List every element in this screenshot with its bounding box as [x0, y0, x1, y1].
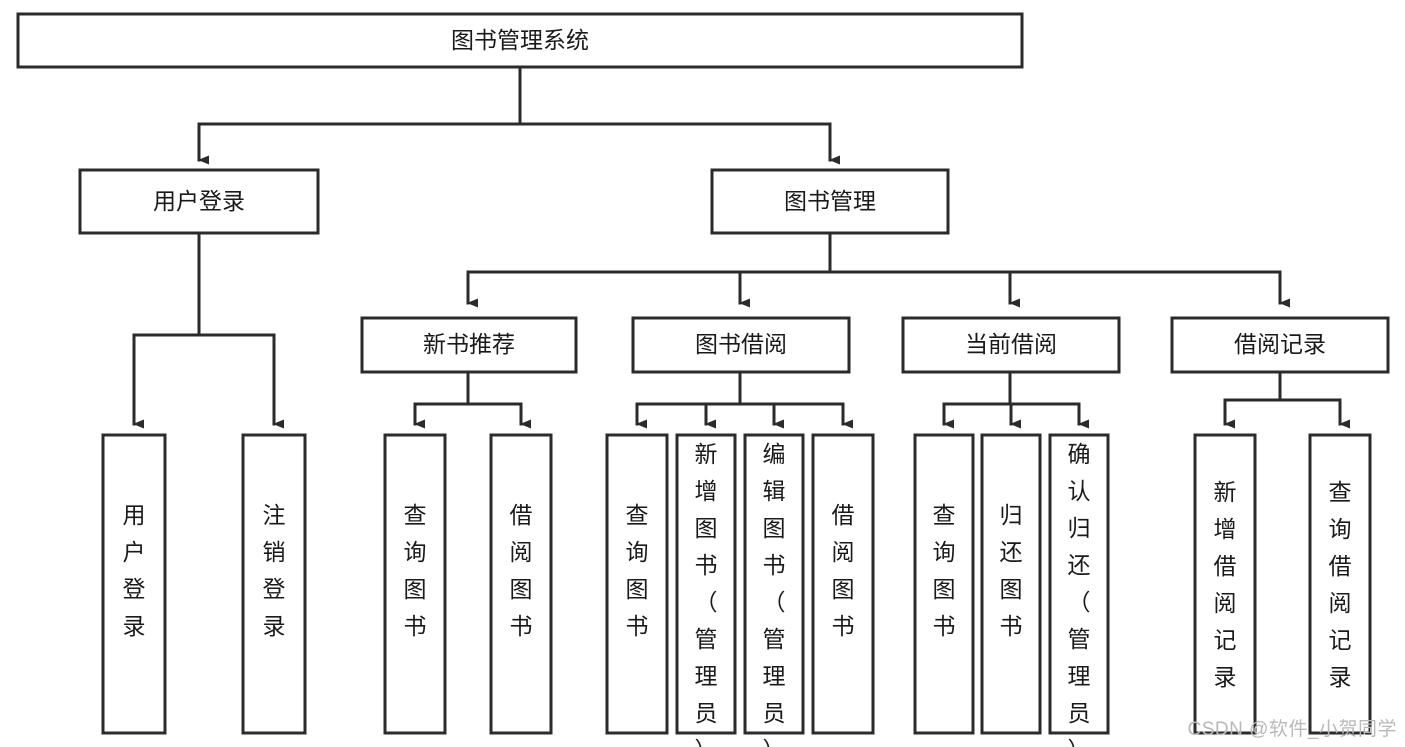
node-book-management-box[interactable]: [710, 168, 950, 235]
leaf-book-borrow-1[interactable]: 新增图书（管理员）: [675, 433, 737, 747]
node-root[interactable]: 图书管理系统: [16, 12, 1024, 69]
leaf-label: 查询图书: [626, 502, 649, 639]
leaf-label: 注销登录: [263, 502, 286, 639]
node-book-borrow[interactable]: 图书借阅: [631, 316, 851, 374]
node-root-label: 图书管理系统: [451, 27, 589, 53]
connector-group-book-mgmt: [466, 231, 1290, 308]
leaf-label: 查询图书: [933, 502, 956, 639]
connector-group-book-borrow: [635, 370, 853, 429]
watermark-text: CSDN @软件_小贺同学: [1187, 719, 1397, 740]
leaf-box[interactable]: [980, 433, 1042, 735]
node-current-borrow[interactable]: 当前借阅: [901, 316, 1121, 374]
leaf-label: 借阅图书: [832, 502, 855, 639]
leaf-borrow-record-0[interactable]: 新增借阅记录: [1193, 433, 1257, 735]
leaf-box[interactable]: [743, 433, 805, 735]
node-user-login-box[interactable]: [78, 168, 320, 235]
node-book-management[interactable]: 图书管理: [710, 168, 950, 235]
leaf-box[interactable]: [241, 433, 307, 735]
node-new-book-recommend[interactable]: 新书推荐: [360, 316, 578, 374]
leaf-label: 新增借阅记录: [1214, 479, 1237, 690]
leaf-box[interactable]: [489, 433, 553, 735]
leaf-box[interactable]: [605, 433, 669, 735]
leaf-label: 归还图书: [1000, 502, 1023, 639]
node-book-borrow-label: 图书借阅: [695, 331, 787, 357]
connector-group-current-borrow: [942, 370, 1089, 429]
node-user-login-label: 用户登录: [153, 188, 245, 214]
leaf-box[interactable]: [811, 433, 875, 735]
leaf-box[interactable]: [675, 433, 737, 735]
leaf-book-borrow-0[interactable]: 查询图书: [605, 433, 669, 735]
leaf-user-login-1[interactable]: 注销登录: [241, 433, 307, 735]
leaf-box[interactable]: [1048, 433, 1110, 735]
leaf-new-book-recommend-0[interactable]: 查询图书: [383, 433, 447, 735]
connector-group-root: [197, 65, 840, 165]
connector-group-user-login: [132, 231, 284, 429]
leaf-current-borrow-0[interactable]: 查询图书: [913, 433, 975, 735]
leaf-label: 新增图书（管理员）: [695, 441, 718, 747]
node-book-borrow-box[interactable]: [631, 316, 851, 374]
leaf-borrow-record-1[interactable]: 查询借阅记录: [1308, 433, 1372, 735]
node-borrow-record[interactable]: 借阅记录: [1170, 316, 1390, 374]
leaf-label: 用户登录: [123, 502, 146, 639]
leaf-box[interactable]: [913, 433, 975, 735]
leaf-box[interactable]: [1193, 433, 1257, 735]
leaf-new-book-recommend-1[interactable]: 借阅图书: [489, 433, 553, 735]
node-new-book-recommend-label: 新书推荐: [423, 331, 515, 357]
leaf-box[interactable]: [101, 433, 167, 735]
connector-group-borrow-record: [1223, 370, 1350, 429]
node-root-box[interactable]: [16, 12, 1024, 69]
leaf-label: 查询借阅记录: [1329, 479, 1352, 690]
leaf-book-borrow-2[interactable]: 编辑图书（管理员）: [743, 433, 805, 747]
leaf-box[interactable]: [1308, 433, 1372, 735]
node-borrow-record-box[interactable]: [1170, 316, 1390, 374]
leaf-book-borrow-3[interactable]: 借阅图书: [811, 433, 875, 735]
leaf-label: 借阅图书: [510, 502, 533, 639]
leaf-label: 编辑图书（管理员）: [763, 441, 786, 747]
leaf-user-login-0[interactable]: 用户登录: [101, 433, 167, 735]
node-current-borrow-box[interactable]: [901, 316, 1121, 374]
node-user-login[interactable]: 用户登录: [78, 168, 320, 235]
connector-group-new-book: [413, 370, 531, 429]
leaf-current-borrow-1[interactable]: 归还图书: [980, 433, 1042, 735]
node-new-book-recommend-box[interactable]: [360, 316, 578, 374]
leaf-box[interactable]: [383, 433, 447, 735]
node-book-management-label: 图书管理: [784, 188, 876, 214]
node-borrow-record-label: 借阅记录: [1234, 331, 1326, 357]
leaf-label: 确认归还（管理员）: [1068, 441, 1091, 747]
leaf-current-borrow-2[interactable]: 确认归还（管理员）: [1048, 433, 1110, 747]
node-current-borrow-label: 当前借阅: [965, 331, 1057, 357]
leaf-label: 查询图书: [404, 502, 427, 639]
